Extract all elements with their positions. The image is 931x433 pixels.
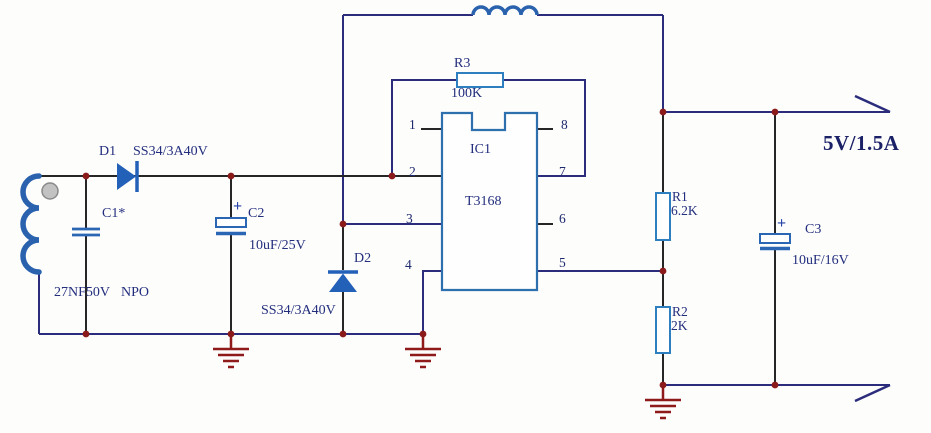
c2-ref-label: C2 bbox=[248, 206, 265, 221]
ic1-pin5-label: 5 bbox=[559, 255, 566, 270]
r2-resistor bbox=[655, 306, 671, 354]
ic1-pin4-label: 4 bbox=[405, 257, 412, 272]
c2-capacitor bbox=[215, 217, 247, 236]
c3-ref-label: C3 bbox=[805, 222, 822, 237]
ic1-part-label: T3168 bbox=[465, 194, 502, 209]
ic1-body bbox=[440, 111, 539, 292]
d2-diode bbox=[328, 270, 358, 292]
r1-resistor bbox=[655, 192, 671, 241]
ic1-pin2-label: 2 bbox=[409, 164, 416, 179]
c1-capacitor bbox=[72, 227, 100, 237]
r1-ref-label: R1 bbox=[672, 189, 688, 204]
wire-pin7-to-r3 bbox=[503, 79, 586, 177]
c3-value-label: 10uF/16V bbox=[792, 253, 849, 268]
r1-value-label: 6.2K bbox=[671, 203, 698, 218]
ic1-pin1-label: 1 bbox=[409, 117, 416, 132]
c1-dielectric-label: NPO bbox=[121, 285, 150, 300]
d1-diode bbox=[117, 161, 139, 192]
r3-value-label: 100K bbox=[451, 86, 483, 101]
c1-ref-label: C1* bbox=[102, 206, 126, 221]
r2-value-label: 2K bbox=[671, 318, 688, 333]
output-rating-label: 5V/1.5A bbox=[823, 131, 900, 155]
r3-ref-label: R3 bbox=[454, 56, 471, 71]
d1-value-label: SS34/3A40V bbox=[133, 144, 208, 159]
c3-polarity-label: + bbox=[777, 215, 787, 232]
r3-resistor bbox=[456, 72, 504, 88]
ic1-ref-label: IC1 bbox=[470, 142, 491, 157]
ic1-pin8-label: 8 bbox=[561, 117, 568, 132]
ic1-pin3-label: 3 bbox=[406, 211, 413, 226]
r2-ref-label: R2 bbox=[672, 304, 688, 319]
d1-ref-label: D1 bbox=[99, 144, 117, 159]
ground-symbol-output bbox=[645, 385, 681, 420]
ic1-pin6-label: 6 bbox=[559, 211, 566, 226]
ground-symbol-pin4 bbox=[405, 334, 441, 369]
junction-dots bbox=[82, 108, 779, 389]
output-positive-arrow-icon bbox=[854, 94, 891, 114]
wire-pin4-to-ground bbox=[422, 270, 442, 334]
wire-r3-left-leg bbox=[391, 79, 457, 176]
output-inductor-coil bbox=[471, 5, 539, 16]
output-return-arrow-icon bbox=[854, 383, 891, 403]
winding-polarity-dot-icon bbox=[41, 182, 59, 200]
d2-value-label: SS34/3A40V bbox=[261, 303, 336, 318]
ic1-pin7-label: 7 bbox=[559, 164, 566, 179]
c1-value-label: 27NF50V bbox=[54, 285, 111, 300]
d2-ref-label: D2 bbox=[354, 251, 372, 266]
c2-value-label: 10uF/25V bbox=[249, 238, 306, 253]
ground-symbol-c2 bbox=[213, 334, 249, 369]
c2-polarity-label: + bbox=[233, 198, 243, 215]
input-winding-coil bbox=[20, 173, 42, 275]
c3-capacitor bbox=[759, 233, 791, 251]
